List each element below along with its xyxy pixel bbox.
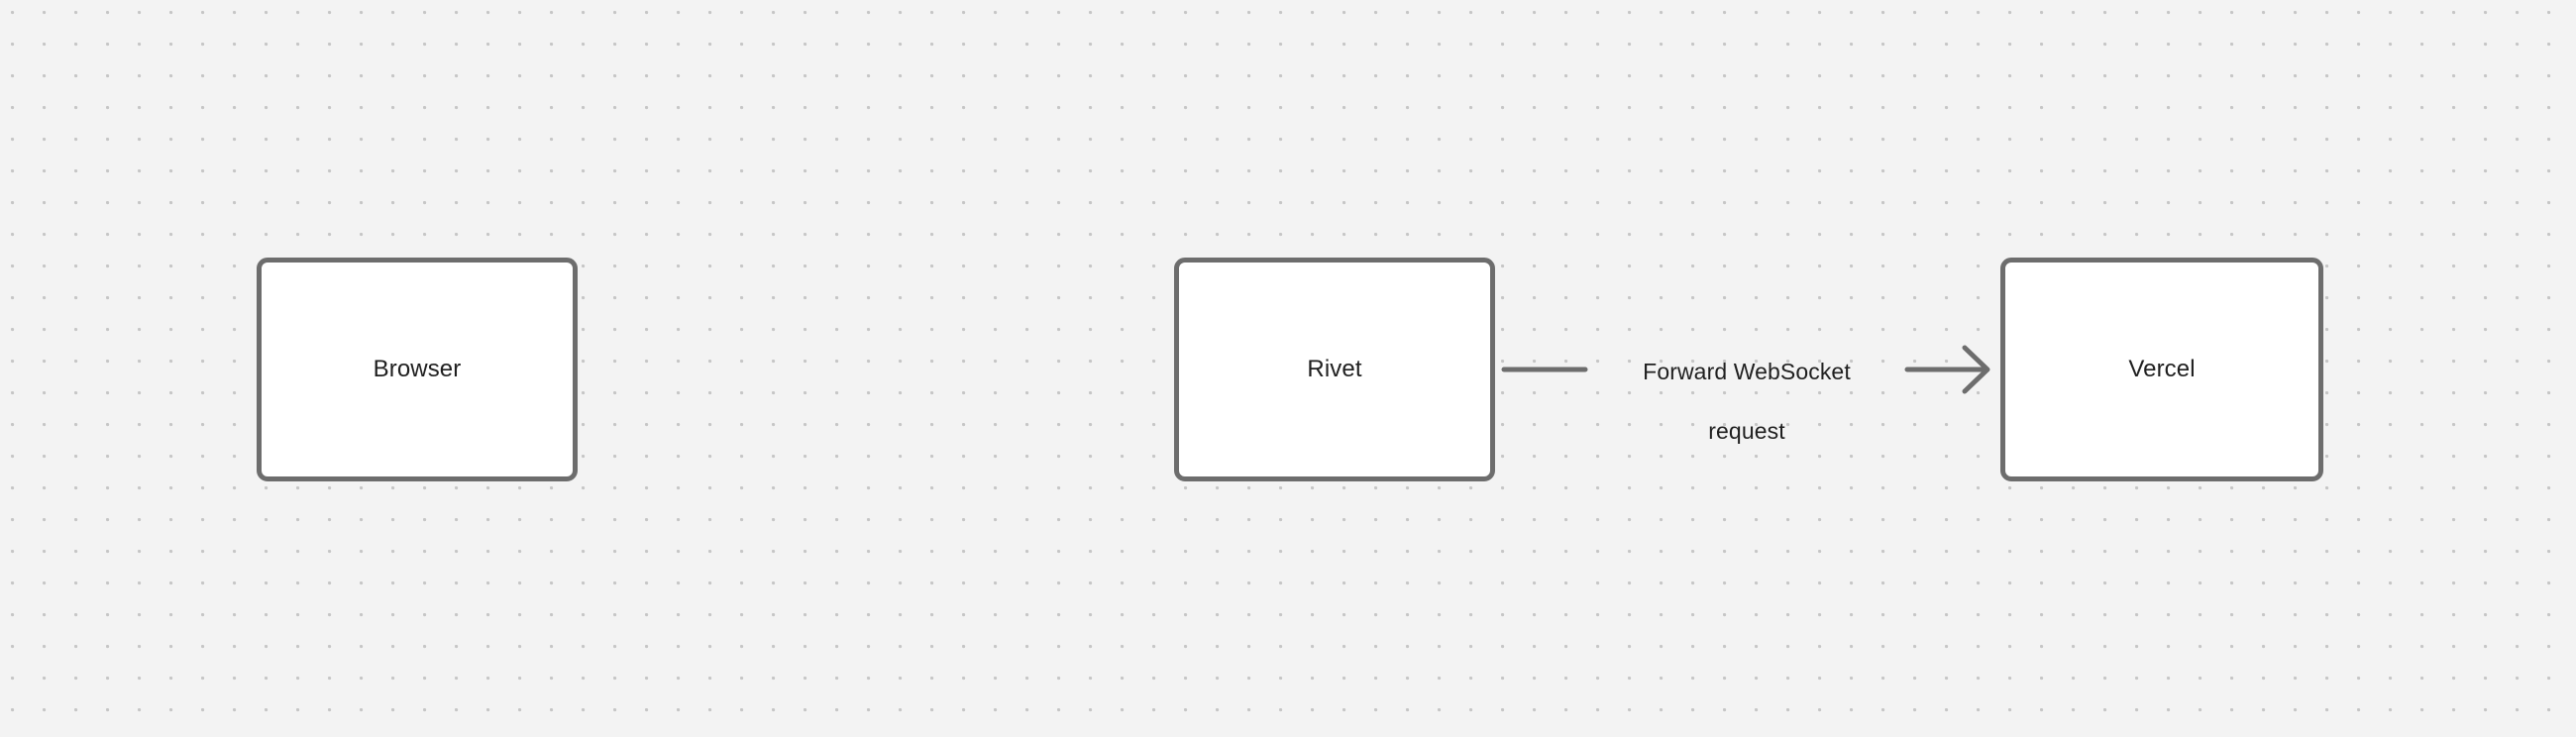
node-browser[interactable]: Browser [257, 258, 578, 481]
edge-label-rivet-to-vercel: Forward WebSocket request [1578, 327, 1915, 475]
edge-label-line-1: Forward WebSocket [1643, 359, 1851, 384]
arrowhead-icon [1962, 345, 1990, 394]
edge-label-line-2: request [1708, 418, 1785, 444]
node-vercel-label: Vercel [2128, 355, 2196, 382]
node-browser-label: Browser [373, 355, 462, 382]
node-rivet-label: Rivet [1307, 355, 1362, 382]
node-vercel[interactable]: Vercel [2000, 258, 2323, 481]
node-rivet[interactable]: Rivet [1174, 258, 1495, 481]
